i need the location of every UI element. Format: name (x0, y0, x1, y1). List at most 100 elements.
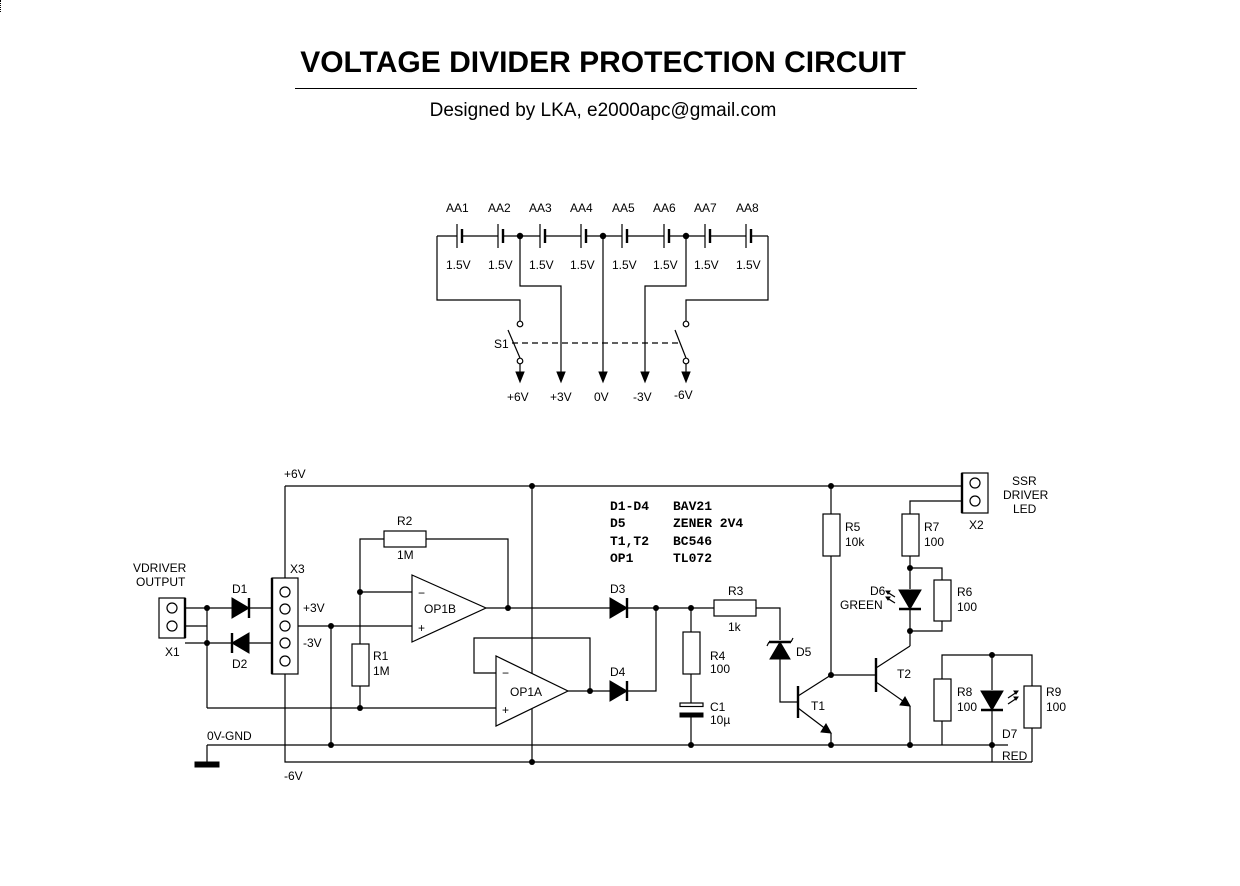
battery-cell-aa7 (704, 224, 712, 248)
cell-label-aa3: AA3 (529, 201, 552, 215)
cell-voltage-aa8: 1.5V (736, 258, 761, 272)
cell-label-aa8: AA8 (736, 201, 759, 215)
d6-color: GREEN (840, 598, 883, 612)
r1-value: 1M (373, 664, 390, 678)
t2-label: T2 (897, 667, 911, 681)
led-d6-green: D6 GREEN (840, 584, 922, 612)
op1b-label: OP1B (424, 602, 456, 616)
d7-label: D7 (1002, 727, 1018, 741)
resistor-r4: R4 100 (682, 631, 730, 676)
r4-value: 100 (710, 662, 730, 676)
t1-label: T1 (811, 699, 825, 713)
r5-value: 10k (845, 535, 865, 549)
r6-label: R6 (957, 585, 973, 599)
resistor-r6: R6 100 (933, 579, 977, 622)
negative-rail (284, 643, 1032, 763)
parts-value-4: TL072 (673, 551, 712, 566)
output-label-minus-6v: -6V (674, 388, 693, 402)
resistor-r2: R2 1M (383, 514, 427, 562)
rail-label-minus-6v: -6V (284, 769, 303, 783)
cell-label-aa6: AA6 (653, 201, 676, 215)
r3-label: R3 (728, 584, 744, 598)
op1a-label: OP1A (510, 685, 542, 699)
r6-value: 100 (957, 600, 977, 614)
parts-list: D1-D4 BAV21 D5 ZENER 2V4 T1,T2 BC546 OP1… (610, 499, 743, 566)
connector-x1: VDRIVER OUTPUT X1 (133, 561, 187, 659)
battery-cell-aa4 (580, 224, 588, 248)
led-d7-red: D7 RED (980, 690, 1028, 763)
r9-value: 100 (1046, 700, 1066, 714)
parts-ref-1: D1-D4 (610, 499, 649, 514)
d6-label: D6 (870, 584, 886, 598)
diode-d3: D3 (609, 582, 629, 619)
diode-d1: D1 (228, 582, 272, 619)
d3-label: D3 (610, 582, 626, 596)
cell-label-aa2: AA2 (488, 201, 511, 215)
cell-voltage-aa4: 1.5V (570, 258, 595, 272)
output-label-minus-3v: -3V (633, 390, 652, 404)
x1-name: X1 (165, 645, 180, 659)
c1-value: 10µ (710, 713, 730, 727)
battery-cell-aa8 (745, 224, 753, 248)
parts-value-1: BAV21 (673, 499, 712, 514)
x3-pin-plus-3v: +3V (303, 601, 325, 615)
parts-ref-3: T1,T2 (610, 534, 649, 549)
x1-label-line1: VDRIVER (133, 561, 187, 575)
output-label-plus-6v: +6V (507, 390, 529, 404)
connector-x2: SSR DRIVER LED X2 (960, 472, 1049, 532)
cell-voltage-aa5: 1.5V (612, 258, 637, 272)
resistor-r9: R9 100 (1023, 685, 1066, 729)
cell-voltage-aa1: 1.5V (446, 258, 471, 272)
op1b-plus: + (418, 621, 425, 635)
r4-label: R4 (710, 649, 726, 663)
battery-cell-aa3 (539, 224, 547, 248)
r9-label: R9 (1046, 685, 1062, 699)
x2-label-line2: DRIVER (1003, 488, 1049, 502)
parts-value-3: BC546 (673, 534, 712, 549)
r2-label: R2 (397, 514, 413, 528)
cell-voltage-aa6: 1.5V (653, 258, 678, 272)
r3-value: 1k (728, 620, 742, 634)
transistor-t1: T1 (796, 674, 832, 734)
connector-x3: X3 +3V -3V (270, 562, 325, 675)
protection-circuit: +6V -6V 0V-GND VDRIVER OUTPUT X1 D1 (133, 467, 1066, 783)
capacitor-c1: C1 10µ (679, 700, 730, 727)
ground-symbol (194, 761, 220, 768)
op1a-minus: − (502, 666, 509, 680)
switch-label-s1: S1 (494, 337, 509, 351)
diode-d4: D4 (609, 665, 629, 702)
x2-label-line3: LED (1013, 502, 1037, 516)
output-label-plus-3v: +3V (550, 390, 572, 404)
d5-label: D5 (796, 645, 812, 659)
x2-name: X2 (969, 518, 984, 532)
opamp-op1b: − + OP1B (411, 574, 488, 643)
r5-label: R5 (845, 520, 861, 534)
op1a-plus: + (502, 703, 509, 717)
op1b-minus: − (418, 586, 425, 600)
resistor-r1: R1 1M (351, 643, 390, 687)
d4-label: D4 (610, 665, 626, 679)
resistor-r7: R7 100 (901, 513, 944, 557)
opamp-op1a: − + OP1A (495, 655, 570, 727)
cell-voltage-aa2: 1.5V (488, 258, 513, 272)
cell-voltage-aa3: 1.5V (529, 258, 554, 272)
parts-ref-4: OP1 (610, 551, 634, 566)
resistor-r8: R8 100 (933, 678, 977, 722)
r8-value: 100 (957, 700, 977, 714)
cell-label-aa1: AA1 (446, 201, 469, 215)
c1-label: C1 (710, 700, 726, 714)
page-title: VOLTAGE DIVIDER PROTECTION CIRCUIT (300, 46, 906, 79)
battery-cell-aa5 (621, 224, 629, 248)
cell-label-aa4: AA4 (570, 201, 593, 215)
zener-diode-d5: D5 (766, 637, 812, 660)
positive-rail (284, 485, 972, 594)
x3-name: X3 (290, 562, 305, 576)
r1-label: R1 (373, 649, 389, 663)
output-label-0v: 0V (594, 390, 609, 404)
rail-label-plus-6v: +6V (284, 467, 306, 481)
battery-cell-aa1 (456, 224, 464, 248)
corner-mark (0, 0, 6, 12)
parts-ref-2: D5 (610, 516, 626, 531)
diode-d2: D2 (228, 632, 272, 671)
